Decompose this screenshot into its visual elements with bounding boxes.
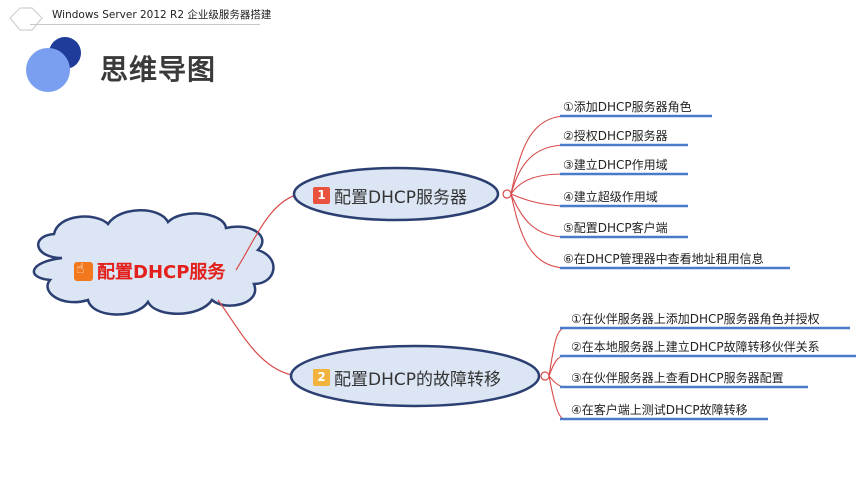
root-cloud-node[interactable] <box>32 209 275 316</box>
root-node-text: 配置DHCP服务 <box>97 262 226 283</box>
leaf-node[interactable]: ②授权DHCP服务器 <box>563 129 668 143</box>
number-badge: 1 <box>313 187 330 204</box>
leaf-node[interactable]: ③在伙伴服务器上查看DHCP服务器配置 <box>571 371 784 385</box>
thumbs-up-icon <box>74 261 93 281</box>
leaf-connector <box>510 115 565 195</box>
page-title: 思维导图 <box>100 53 217 86</box>
branch-label-2[interactable]: 2 配置DHCP的故障转移 <box>313 365 501 390</box>
number-badge: 2 <box>313 369 330 386</box>
branch-node-1[interactable] <box>292 166 500 222</box>
leaf-connector <box>510 193 565 238</box>
course-title: Windows Server 2012 R2 企业级服务器搭建 <box>52 9 272 21</box>
branch-node-2[interactable] <box>289 344 541 408</box>
blue-circle-decoration <box>26 48 70 92</box>
leaf-connector <box>510 193 565 269</box>
leaf-node[interactable]: ②在本地服务器上建立DHCP故障转移伙伴关系 <box>571 340 820 354</box>
branch-text: 配置DHCP服务器 <box>334 188 467 208</box>
leaf-connector <box>510 193 565 207</box>
leaf-node[interactable]: ⑥在DHCP管理器中查看地址租用信息 <box>563 252 764 266</box>
leaf-node[interactable]: ①添加DHCP服务器角色 <box>563 100 692 114</box>
collapse-toggle-2[interactable] <box>540 371 550 381</box>
leaf-connector <box>548 375 565 420</box>
leaf-connector <box>510 173 565 195</box>
leaf-node[interactable]: ④在客户端上测试DHCP故障转移 <box>571 403 748 417</box>
branch-label-1[interactable]: 1 配置DHCP服务器 <box>313 183 467 208</box>
hexagon-decoration <box>9 7 43 31</box>
leaf-node[interactable]: ⑤配置DHCP客户端 <box>563 221 668 235</box>
collapse-toggle-1[interactable] <box>502 189 512 199</box>
leaf-node[interactable]: ④建立超级作用域 <box>563 190 658 204</box>
leaf-node[interactable]: ③建立DHCP作用域 <box>563 158 668 172</box>
root-branch-connector <box>217 299 299 377</box>
root-branch-connector <box>235 193 301 271</box>
header-divider <box>30 24 260 25</box>
leaf-connector <box>510 144 565 195</box>
branch-text: 配置DHCP的故障转移 <box>334 370 501 390</box>
leaf-node[interactable]: ①在伙伴服务器上添加DHCP服务器角色并授权 <box>571 312 820 326</box>
root-node-label[interactable]: 配置DHCP服务 <box>74 258 225 284</box>
